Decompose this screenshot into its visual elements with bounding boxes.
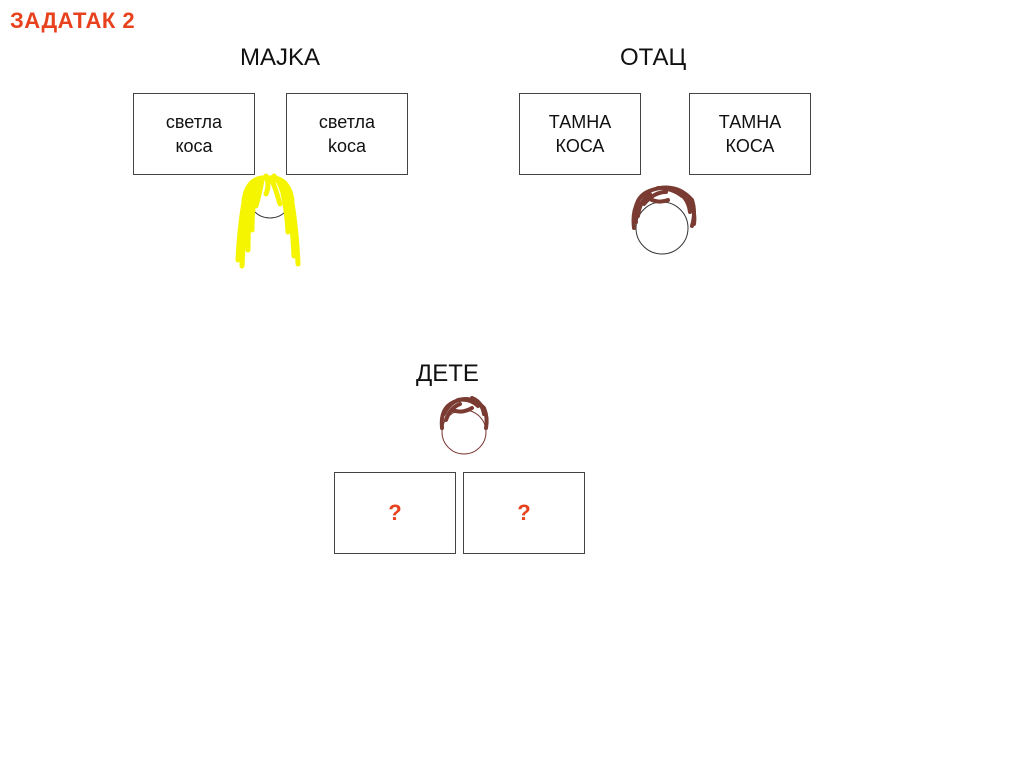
allele-text-line1: ТАМНА [548,112,612,132]
allele-text-line1: ТАМНА [718,112,782,132]
father-allele-box-1: ТАМНА КОСА [519,93,641,175]
allele-text-line2: КОСА [555,136,605,156]
long-blonde-hair-icon [235,173,301,269]
child-allele-box-2[interactable]: ? [463,472,585,554]
allele-text-line1: светла [318,112,376,132]
allele-text-line2: коса [175,136,213,156]
child-allele-box-1[interactable]: ? [334,472,456,554]
father-label: ОТАЦ [620,44,687,71]
mother-label: MAJKA [240,44,321,71]
allele-text-line2: КОСА [725,136,775,156]
mother-allele-box-1: светла коса [133,93,255,175]
child-label: ДЕТЕ [416,360,479,387]
father-allele-box-2: ТАМНА КОСА [689,93,811,175]
allele-text-line2: kоса [327,136,367,156]
mother-allele-box-2: светла kоса [286,93,408,175]
unknown-allele-mark: ? [388,500,402,525]
short-dark-hair-icon [631,185,697,255]
short-dark-hair-icon [439,396,489,455]
task-title: ЗАДАТАК 2 [10,8,136,33]
allele-text-line1: светла [165,112,223,132]
unknown-allele-mark: ? [517,500,531,525]
